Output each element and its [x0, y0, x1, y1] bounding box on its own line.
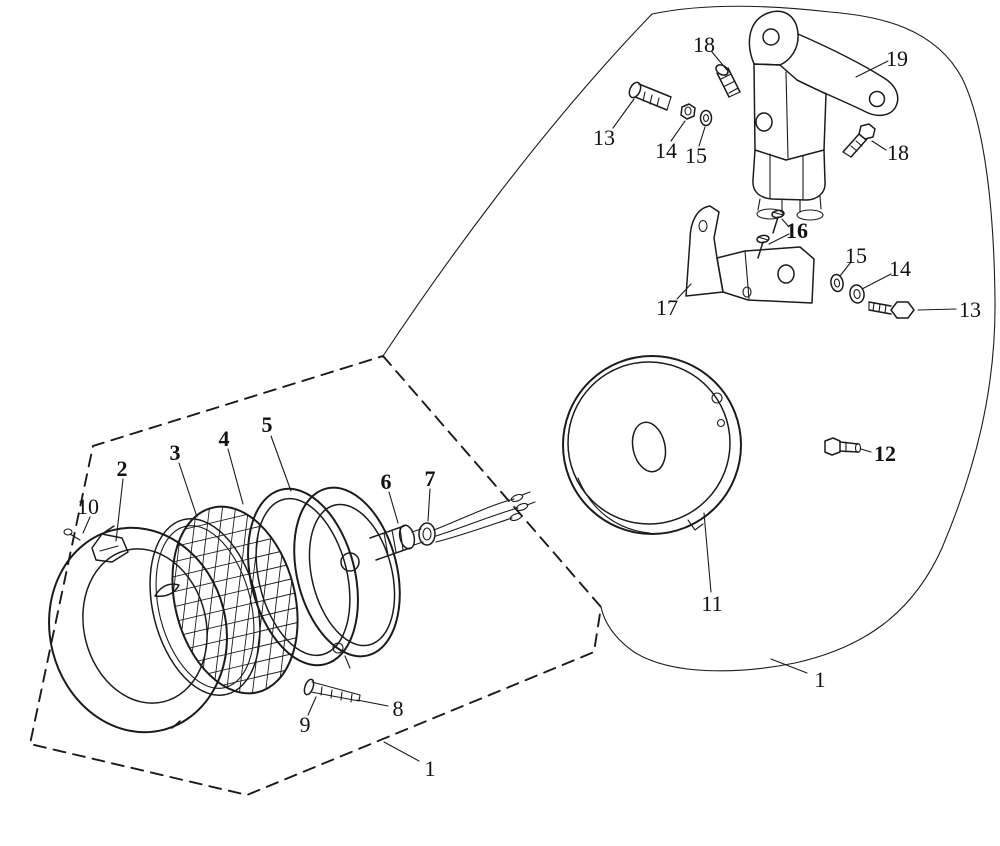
part-label-16: 16 [786, 218, 808, 243]
headlight-shell [562, 355, 742, 535]
bulb-holder [369, 524, 424, 561]
hex-bolt-lower-13 [868, 301, 915, 319]
socket-nut [418, 522, 436, 546]
part-label-13-lower: 13 [959, 297, 981, 322]
part-label-3: 3 [170, 440, 181, 465]
part-label-15-lower: 15 [845, 243, 867, 268]
left-boundary-dashed [28, 354, 603, 796]
reflector-unit [293, 486, 401, 669]
bolt-upper-18 [715, 64, 741, 98]
part-label-18-right: 18 [887, 140, 909, 165]
wiring-leads [433, 491, 536, 543]
part-label-7: 7 [425, 466, 436, 491]
bolt-right-18 [842, 123, 876, 158]
part-label-5: 5 [262, 412, 273, 437]
part-label-6: 6 [381, 469, 392, 494]
washer-lower-15 [830, 273, 844, 293]
part-label-19: 19 [886, 46, 908, 71]
upper-bracket [748, 10, 899, 161]
part-label-9: 9 [300, 712, 311, 737]
part-label-4: 4 [219, 426, 230, 451]
nut-upper [680, 103, 696, 120]
part-label-17: 17 [656, 295, 678, 320]
hex-bolt-upper-left [628, 81, 672, 111]
gasket-ring [149, 518, 261, 696]
pivot-bolt [824, 437, 862, 456]
part-label-11: 11 [701, 591, 722, 616]
part-label-1-right: 1 [815, 667, 826, 692]
callout-labels: 18 19 13 14 15 18 16 15 14 17 13 12 2 3 … [77, 32, 981, 781]
leader-lines [82, 51, 957, 762]
part-label-14-upper: 14 [655, 138, 677, 163]
mounting-screw [303, 678, 361, 703]
washer-lower-14 [849, 284, 865, 304]
part-label-15-upper: 15 [685, 143, 707, 168]
part-label-10: 10 [77, 494, 99, 519]
part-label-2: 2 [117, 456, 128, 481]
part-label-8: 8 [393, 696, 404, 721]
part-label-18-upper: 18 [693, 32, 715, 57]
bezel-ring [247, 487, 359, 667]
headlight-lens [159, 493, 316, 707]
part-label-13-upper: 13 [593, 125, 615, 150]
part-label-12: 12 [874, 441, 896, 466]
rim-clip [63, 528, 129, 563]
washer-upper [699, 109, 713, 127]
headlight-rim [48, 525, 228, 734]
part-label-14-lower: 14 [889, 256, 911, 281]
part-label-1-left: 1 [425, 756, 436, 781]
mount-block-feet [752, 149, 826, 221]
lower-bracket [685, 205, 815, 304]
right-boundary [382, 5, 996, 672]
